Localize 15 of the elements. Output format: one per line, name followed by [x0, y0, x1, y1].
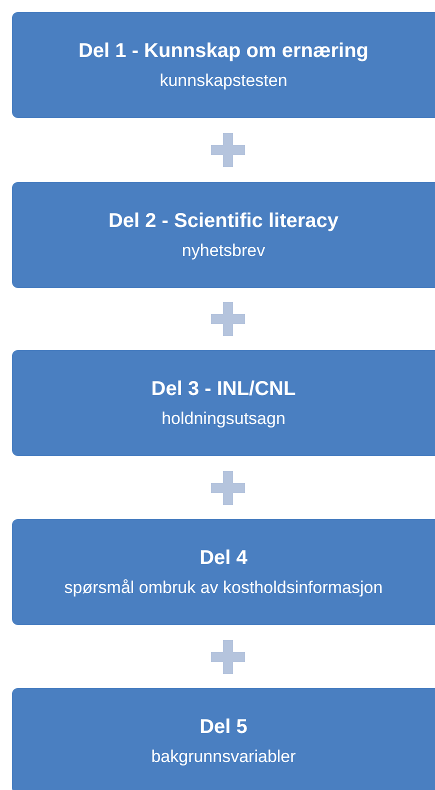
section-heading: Del 2 - Scientific literacy [108, 210, 339, 232]
section-description: nyhetsbrev [182, 240, 266, 260]
section-description: bakgrunnsvariabler [151, 746, 296, 766]
section-description: holdningsutsagn [162, 408, 286, 428]
section-heading: Del 5 [200, 716, 248, 738]
section-box [12, 688, 435, 790]
section-heading: Del 3 - INL/CNL [151, 378, 296, 400]
section-box [12, 519, 435, 625]
section-box [12, 182, 435, 288]
section-heading: Del 4 [200, 546, 248, 570]
section-description: spørsmål ombruk av kostholdsinformasjon [64, 578, 383, 598]
section-heading: Del 1 - Kunnskap om ernæring [78, 40, 369, 62]
section-box [12, 350, 435, 456]
section-description: kunnskapstesten [160, 70, 288, 90]
section-box [12, 12, 435, 118]
